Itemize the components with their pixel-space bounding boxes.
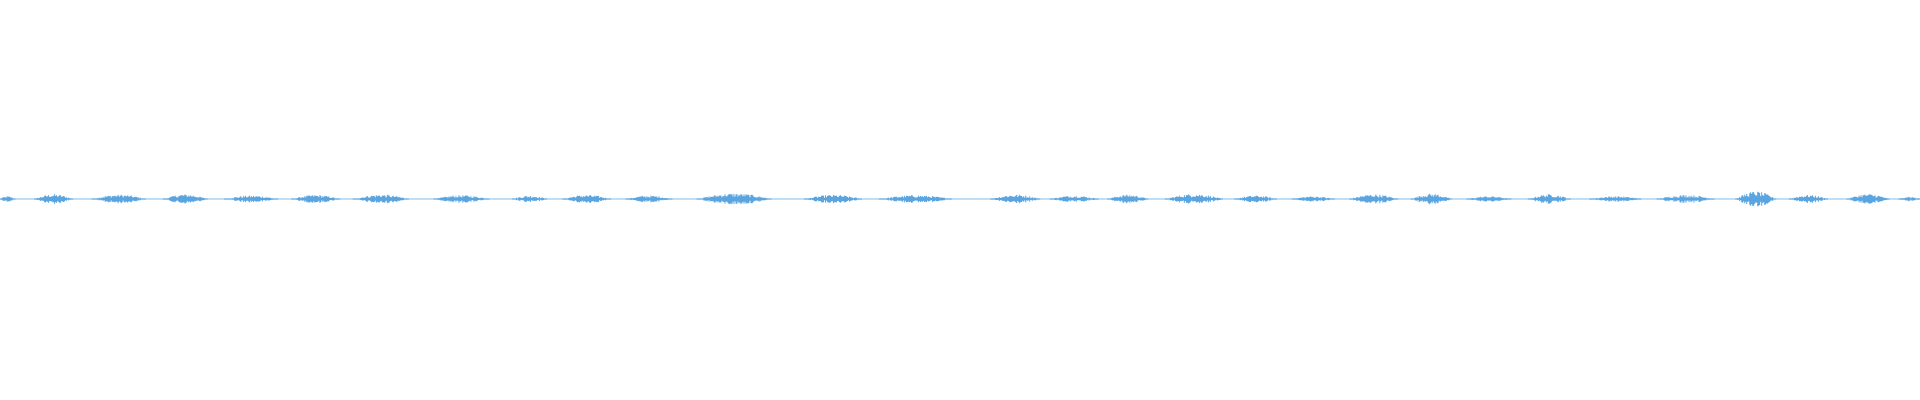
waveform-segment: [1107, 194, 1149, 204]
waveform-segment-shape: [1164, 194, 1223, 204]
waveform-segment: [291, 195, 341, 203]
waveform-segment: [352, 194, 409, 204]
waveform-segment: [1898, 196, 1920, 202]
waveform-segment-shape: [1656, 195, 1715, 203]
waveform-segment-shape: [1466, 196, 1512, 202]
waveform-segment: [1049, 196, 1099, 202]
waveform-segment-shape: [1589, 196, 1642, 202]
waveform-segment: [1410, 193, 1452, 205]
waveform-segment-shape: [1527, 194, 1571, 204]
waveform-segment: [804, 194, 862, 204]
waveform-segment: [1466, 196, 1512, 202]
waveform-segment-shape: [1898, 196, 1920, 202]
waveform-segment-shape: [1349, 194, 1399, 204]
waveform-segment-shape: [0, 196, 16, 202]
waveform-segment: [1788, 195, 1828, 203]
waveform-segments: [0, 191, 1920, 207]
waveform-segment-shape: [1234, 195, 1278, 203]
waveform-segment: [1735, 191, 1777, 207]
waveform-segment: [1349, 194, 1399, 204]
waveform-segment-shape: [224, 195, 279, 203]
waveform-segment-shape: [352, 194, 409, 204]
waveform-segment-shape: [162, 194, 208, 204]
waveform-segment: [1656, 195, 1715, 203]
waveform-segment-shape: [1049, 196, 1099, 202]
waveform-segment: [34, 194, 74, 204]
waveform-segment-shape: [1291, 196, 1335, 202]
waveform-segment: [1234, 195, 1278, 203]
waveform-segment: [1527, 194, 1571, 204]
waveform-segment-shape: [562, 195, 612, 203]
waveform-segment: [1846, 194, 1890, 204]
waveform-segment: [696, 193, 772, 205]
waveform-segment: [224, 195, 279, 203]
waveform-segment: [1589, 196, 1642, 202]
waveform-segment-shape: [1410, 193, 1452, 205]
waveform-segment-shape: [804, 194, 862, 204]
waveform-segment-shape: [878, 195, 952, 203]
waveform-segment-shape: [1846, 194, 1890, 204]
waveform-segment: [562, 195, 612, 203]
waveform-segment-shape: [291, 195, 341, 203]
waveform-segment-shape: [1735, 191, 1777, 207]
waveform-segment: [878, 195, 952, 203]
waveform-segment: [162, 194, 208, 204]
waveform-segment: [990, 194, 1041, 204]
waveform-segment-shape: [696, 193, 772, 205]
waveform-segment-shape: [512, 196, 548, 202]
waveform-segment-shape: [990, 194, 1041, 204]
waveform-segment-shape: [433, 195, 490, 203]
waveform-segment-shape: [34, 194, 74, 204]
waveform-segment-shape: [91, 194, 146, 204]
waveform-segment: [512, 196, 548, 202]
waveform-segment-shape: [1107, 194, 1149, 204]
waveform-segment-shape: [625, 195, 673, 203]
waveform-segment: [625, 195, 673, 203]
waveform-segment-shape: [1788, 195, 1828, 203]
waveform-segment: [1164, 194, 1223, 204]
waveform-segment: [433, 195, 490, 203]
waveform-segment: [1291, 196, 1335, 202]
waveform-segment: [91, 194, 146, 204]
waveform-segment: [0, 196, 16, 202]
